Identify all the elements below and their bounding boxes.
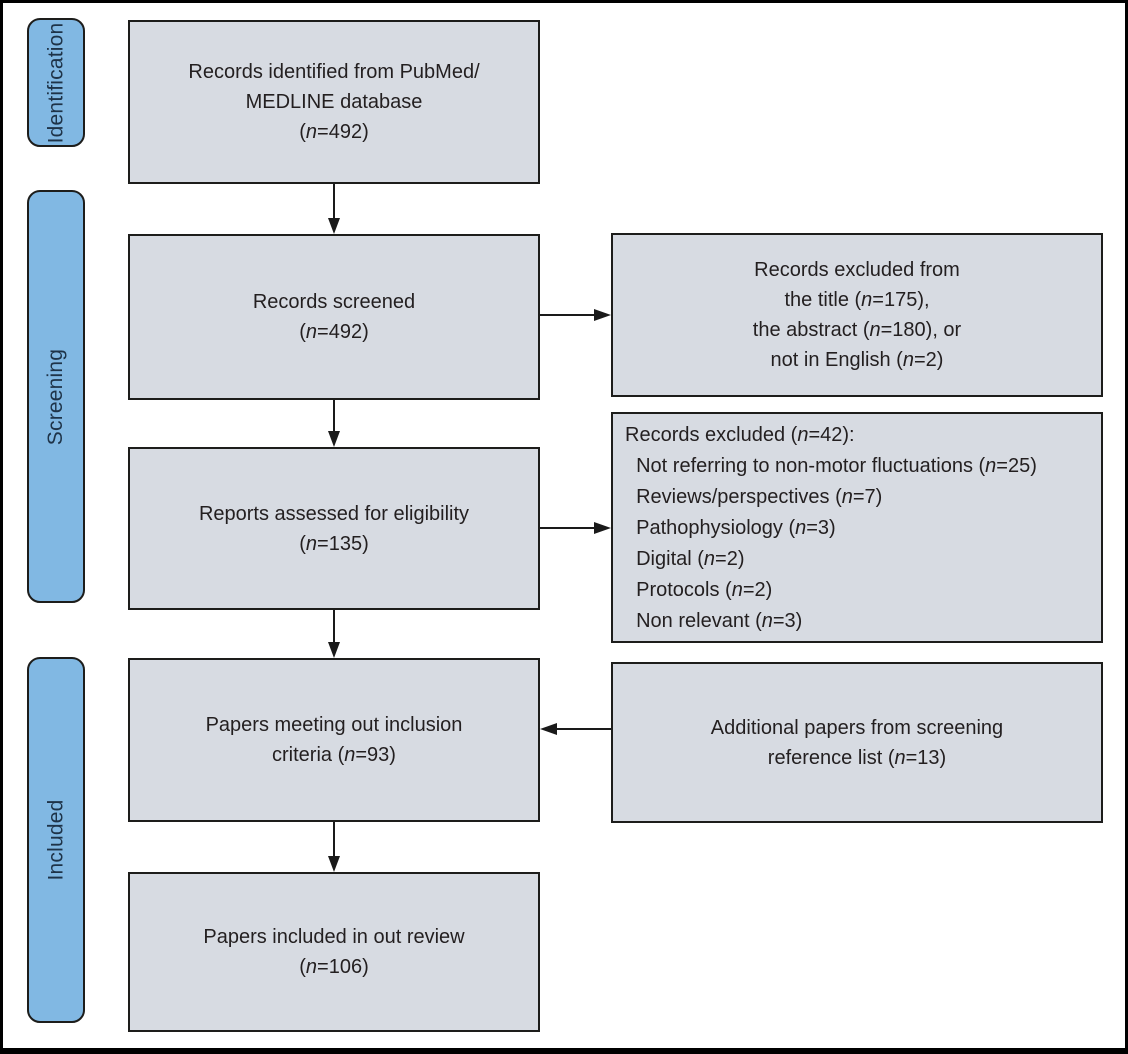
- box-records-excluded-eligibility: Records excluded (n=42): Not referring t…: [611, 412, 1103, 643]
- text-line: Pathophysiology (n=3): [625, 517, 836, 539]
- text-line: Digital (n=2): [625, 548, 745, 570]
- text-line: not in English (n=2): [770, 349, 944, 371]
- stage-identification-label: Identification: [44, 22, 67, 143]
- stage-screening: Screening: [27, 190, 85, 603]
- arrow-down-icon: [328, 856, 340, 872]
- box-papers-meeting-criteria: Papers meeting out inclusion criteria (n=…: [128, 658, 540, 822]
- stage-included-label: Included: [44, 799, 67, 881]
- text-line: MEDLINE database: [245, 91, 423, 113]
- arrow-down-icon: [328, 218, 340, 234]
- text-line: Records screened: [252, 291, 416, 313]
- text-line: the abstract (n=180), or: [752, 319, 962, 341]
- box-additional-papers: Additional papers from screening referenc…: [611, 662, 1103, 823]
- text-line: Records excluded from: [754, 259, 960, 281]
- text-line: Records identified from PubMed/: [188, 61, 480, 83]
- box-records-identified: Records identified from PubMed/MEDLINE d…: [128, 20, 540, 184]
- text-line: Non relevant (n=3): [625, 610, 803, 632]
- text-line: the title (n=175),: [784, 289, 930, 311]
- text-line: (n=135): [299, 532, 369, 555]
- text-line: Papers meeting out inclusion: [205, 714, 463, 736]
- text-line: Papers included in out review: [203, 926, 465, 948]
- stage-identification: Identification: [27, 18, 85, 147]
- box-records-screened: Records screened (n=492): [128, 234, 540, 400]
- box-records-excluded-title: Records excluded from the title (n=175), t…: [611, 233, 1103, 397]
- arrow-right-icon: [594, 522, 611, 534]
- box-reports-assessed: Reports assessed for eligibility (n=135): [128, 447, 540, 610]
- text-line: Not referring to non-motor fluctuations …: [625, 455, 1037, 477]
- stage-screening-label: Screening: [44, 348, 67, 445]
- box-papers-included-review: Papers included in out review (n=106): [128, 872, 540, 1032]
- text-line: Additional papers from screening: [710, 716, 1004, 739]
- text-line: (n=492): [299, 121, 369, 143]
- text-line: reference list (n=13): [767, 746, 947, 769]
- arrow-down-icon: [328, 431, 340, 447]
- arrow-down-icon: [328, 642, 340, 658]
- text-line: criteria (n=93): [272, 744, 396, 766]
- text-line: Records excluded (n=42):: [625, 424, 855, 446]
- arrow-right-icon: [594, 309, 611, 321]
- text-line: (n=492): [299, 321, 369, 343]
- stage-included: Included: [27, 657, 85, 1023]
- arrow-left-icon: [540, 723, 557, 735]
- text-line: Reports assessed for eligibility: [198, 502, 470, 525]
- text-line: Protocols (n=2): [625, 579, 773, 601]
- text-line: (n=106): [299, 956, 369, 978]
- text-line: Reviews/perspectives (n=7): [625, 486, 883, 508]
